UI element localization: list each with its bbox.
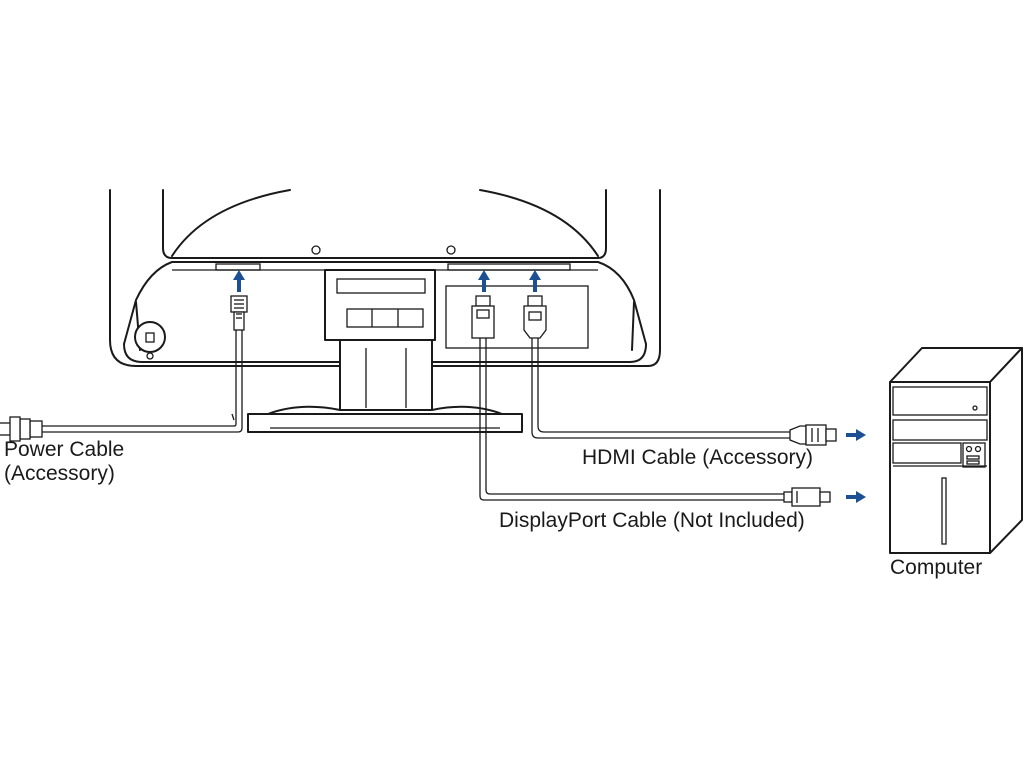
computer-label: Computer (890, 556, 983, 579)
arrow-up-icon (529, 270, 541, 292)
power-cable (0, 295, 248, 442)
displayport-cable-label: DisplayPort Cable (Not Included) (499, 509, 805, 532)
power-cable-label-line2: (Accessory) (4, 462, 115, 485)
monitor-rear-view (109, 189, 661, 433)
computer-tower (889, 347, 1023, 554)
displayport-cable (471, 295, 831, 507)
arrow-right-icon (846, 491, 866, 503)
arrow-up-icon (233, 270, 245, 292)
arrow-up-icon (478, 270, 490, 292)
arrow-right-icon (846, 429, 866, 441)
hdmi-cable (523, 295, 837, 446)
power-cable-label-line1: Power Cable (4, 438, 125, 461)
power-cable-label: Power Cable (Accessory) (4, 438, 124, 486)
hdmi-cable-label: HDMI Cable (Accessory) (582, 446, 814, 469)
